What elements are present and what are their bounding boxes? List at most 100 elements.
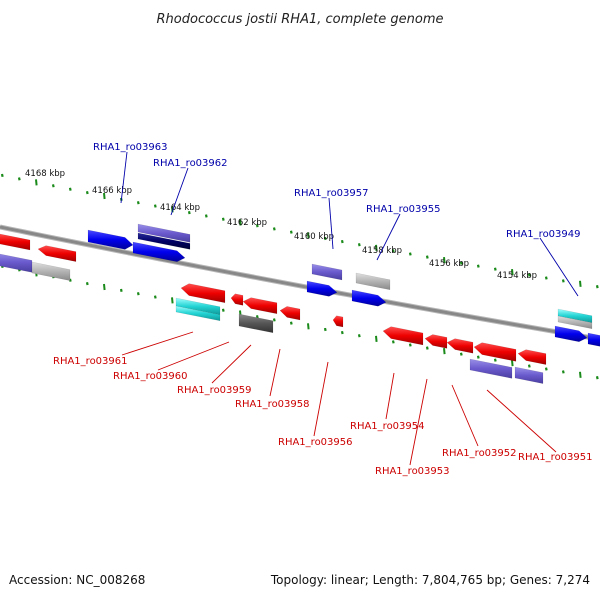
gene-feature-ro03953[interactable] xyxy=(424,334,448,349)
gene-label-ro03957[interactable]: RHA1_ro03957 xyxy=(294,188,369,199)
scale-tick-top xyxy=(307,232,310,239)
kbp-label: 4164 kbp xyxy=(160,203,200,213)
scale-tick-bottom xyxy=(357,334,361,338)
gene-label-ro03951[interactable]: RHA1_ro03951 xyxy=(518,452,593,463)
leader-line xyxy=(211,344,252,384)
gene-feature-ro03957[interactable] xyxy=(311,263,343,281)
leader-line xyxy=(486,389,557,453)
scale-tick-top xyxy=(544,276,548,280)
gene-label-ro03961[interactable]: RHA1_ro03961 xyxy=(53,356,128,367)
gene-label-ro03959[interactable]: RHA1_ro03959 xyxy=(177,385,252,396)
scale-tick-top xyxy=(187,211,191,215)
gene-feature-ro03960[interactable] xyxy=(175,305,221,322)
gene-feature-ro03955[interactable] xyxy=(351,289,387,307)
scale-tick-top xyxy=(221,217,225,221)
gene-feature-ro03961[interactable] xyxy=(180,283,226,304)
gene-feature-ro03963[interactable] xyxy=(132,241,186,263)
scale-tick-top xyxy=(85,190,89,195)
scale-tick-bottom xyxy=(153,295,157,299)
gene-feature-ro03962[interactable] xyxy=(137,232,191,250)
gene-label-ro03953[interactable]: RHA1_ro03953 xyxy=(375,466,450,477)
map-title: Rhodococcus jostii RHA1, complete genome xyxy=(157,12,444,27)
scale-tick-top xyxy=(255,224,259,228)
scale-tick-top xyxy=(153,204,157,208)
gene-label-ro03952[interactable]: RHA1_ro03952 xyxy=(442,448,517,459)
gene-feature-ro03949[interactable] xyxy=(554,325,588,343)
scale-tick-top xyxy=(68,187,72,191)
leader-line xyxy=(451,384,479,447)
gene-label-ro03954[interactable]: RHA1_ro03954 xyxy=(350,421,425,432)
scale-tick-bottom xyxy=(103,283,106,291)
scale-tick-bottom xyxy=(459,352,463,356)
leader-line xyxy=(121,331,194,356)
gene-label-ro03960[interactable]: RHA1_ro03960 xyxy=(113,371,188,382)
scale-tick-bottom xyxy=(340,330,344,335)
scale-lines xyxy=(0,173,599,380)
scale-tick-bottom xyxy=(511,359,514,367)
gene-label-ro03956[interactable]: RHA1_ro03956 xyxy=(278,437,353,448)
leader-line xyxy=(385,372,395,420)
bottom-gene-labels: RHA1_ro03961 RHA1_ro03960 RHA1_ro03959 R… xyxy=(53,356,593,477)
scale-tick-bottom xyxy=(408,343,412,347)
gene-feature-ro03959[interactable] xyxy=(230,293,244,306)
scale-tick-bottom xyxy=(136,292,140,296)
gene-feature-ro03952[interactable] xyxy=(446,338,474,354)
scale-tick-top xyxy=(493,267,497,271)
gene-feature-ro03954[interactable] xyxy=(382,326,424,346)
gene-feature-ro03955[interactable] xyxy=(355,272,391,291)
scale-tick-top xyxy=(511,268,514,276)
gene-feature-ro03956[interactable] xyxy=(332,315,344,328)
gene-feature[interactable] xyxy=(469,358,513,379)
genome-summary-text: Topology: linear; Length: 7,804,765 bp; … xyxy=(270,573,590,587)
gene-feature-ro03959[interactable] xyxy=(242,297,278,315)
gene-label-ro03963[interactable]: RHA1_ro03963 xyxy=(93,142,168,153)
leader-line xyxy=(409,378,428,466)
gene-label-ro03955[interactable]: RHA1_ro03955 xyxy=(366,204,441,215)
gene-feature-ro03958[interactable] xyxy=(238,313,274,334)
kbp-label: 4168 kbp xyxy=(25,169,65,179)
scale-tick-top xyxy=(561,279,565,283)
gene-feature-ro03957[interactable] xyxy=(306,280,338,297)
scale-tick-top xyxy=(0,173,4,178)
gene-feature-ro03949[interactable] xyxy=(557,315,593,330)
scale-tick-bottom xyxy=(119,288,123,292)
kbp-label: 4156 kbp xyxy=(429,259,469,269)
gene-feature[interactable] xyxy=(517,349,547,365)
scale-tick-top xyxy=(459,261,463,265)
scale-tick-top xyxy=(579,280,582,287)
gene-feature[interactable] xyxy=(0,233,31,251)
leader-line xyxy=(313,361,329,437)
kbp-label: 4158 kbp xyxy=(362,246,402,256)
gene-label-ro03958[interactable]: RHA1_ro03958 xyxy=(235,399,310,410)
scale-tick-top xyxy=(476,264,480,268)
gene-features xyxy=(0,223,600,384)
gene-feature-ro03962[interactable] xyxy=(137,223,191,243)
leader-line xyxy=(539,237,579,297)
backbone-line xyxy=(0,225,600,341)
gene-feature[interactable] xyxy=(514,366,544,384)
gene-label-ro03949[interactable]: RHA1_ro03949 xyxy=(506,229,581,240)
scale-tick-top xyxy=(375,244,378,251)
scale-tick-top xyxy=(51,184,55,188)
scale-tick-bottom xyxy=(272,318,276,322)
gene-feature[interactable] xyxy=(87,229,134,250)
gene-label-ro03962[interactable]: RHA1_ro03962 xyxy=(153,158,228,169)
scale-tick-top xyxy=(272,227,276,231)
scale-tick-bottom xyxy=(85,281,89,286)
gene-feature[interactable] xyxy=(0,252,33,273)
gene-feature[interactable] xyxy=(31,261,71,281)
accession-text: Accession: NC_008268 xyxy=(9,573,146,587)
scale-tick-top xyxy=(357,243,361,247)
scale-tick-bottom xyxy=(391,340,395,344)
scale-tick-bottom xyxy=(493,358,497,362)
gene-feature[interactable] xyxy=(37,245,77,262)
scale-tick-bottom xyxy=(255,315,259,319)
scale-tick-top xyxy=(443,257,446,264)
gene-feature-ro03951[interactable] xyxy=(473,342,517,362)
leader-line xyxy=(376,213,401,261)
gene-feature-ro03958[interactable] xyxy=(279,306,301,321)
scale-tick-bottom xyxy=(171,297,174,304)
scale-tick-top xyxy=(323,236,327,241)
gene-feature[interactable] xyxy=(587,332,600,347)
